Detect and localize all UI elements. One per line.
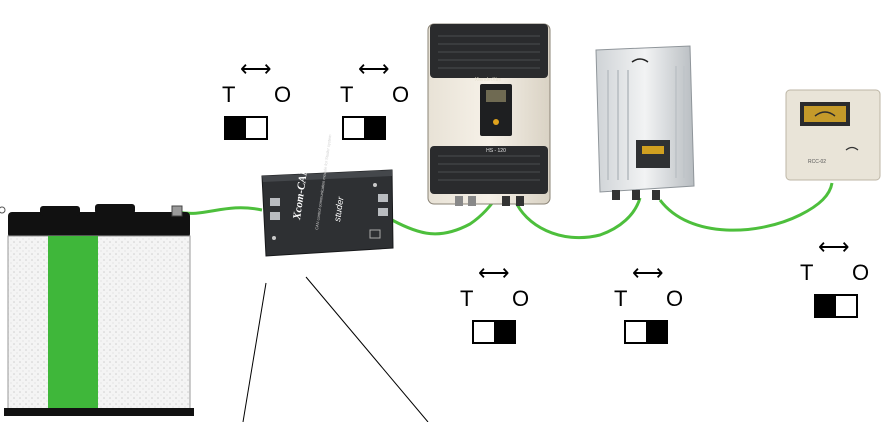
switch-label-t: T bbox=[800, 260, 814, 285]
cable-battery-xcom bbox=[177, 206, 263, 215]
cable-vario-rcc bbox=[658, 182, 834, 232]
battery bbox=[0, 204, 194, 416]
switch-label-t: T bbox=[340, 82, 354, 107]
xcom-can-module: Xcom-CAN studer CAN control communicatio… bbox=[261, 133, 394, 257]
switch-label-t: T bbox=[460, 286, 474, 311]
switch-toggle bbox=[624, 320, 668, 344]
xcom-brand: studer bbox=[332, 195, 346, 222]
switch-label-o: O bbox=[666, 286, 684, 311]
switch-label-t: T bbox=[222, 82, 236, 107]
battery-green-band bbox=[48, 236, 98, 410]
inverter-model: HS - 120 bbox=[486, 148, 506, 154]
double-arrow-icon: ⟷ bbox=[240, 56, 272, 81]
switch-label-o: O bbox=[274, 82, 292, 107]
switch-label-o: O bbox=[392, 82, 410, 107]
double-arrow-icon: ⟷ bbox=[358, 56, 390, 81]
inverter-xtender: XtenderXtm HS - 120 bbox=[427, 23, 551, 206]
switch-toggle bbox=[472, 320, 516, 344]
cable-inverter-vario bbox=[513, 197, 642, 240]
callout-lines bbox=[242, 276, 429, 422]
rcc-label: RCC-02 bbox=[808, 159, 826, 165]
double-arrow-icon: ⟷ bbox=[632, 260, 664, 285]
double-arrow-icon: ⟷ bbox=[478, 260, 510, 285]
double-arrow-icon: ⟷ bbox=[818, 234, 850, 259]
rcc-remote: RCC-02 bbox=[785, 89, 881, 181]
battery-edge-marker bbox=[0, 206, 6, 214]
switch-label-o: O bbox=[512, 286, 530, 311]
callout-line-left bbox=[242, 282, 267, 422]
switch-toggle bbox=[342, 116, 386, 140]
switch-toggle bbox=[224, 116, 268, 140]
switch-label-o: O bbox=[852, 260, 870, 285]
vario-unit bbox=[595, 45, 695, 200]
switch-toggle bbox=[814, 294, 858, 318]
switch-label-t: T bbox=[614, 286, 628, 311]
callout-line-right bbox=[305, 276, 429, 422]
inverter-brand: XtenderXtm bbox=[475, 77, 501, 83]
